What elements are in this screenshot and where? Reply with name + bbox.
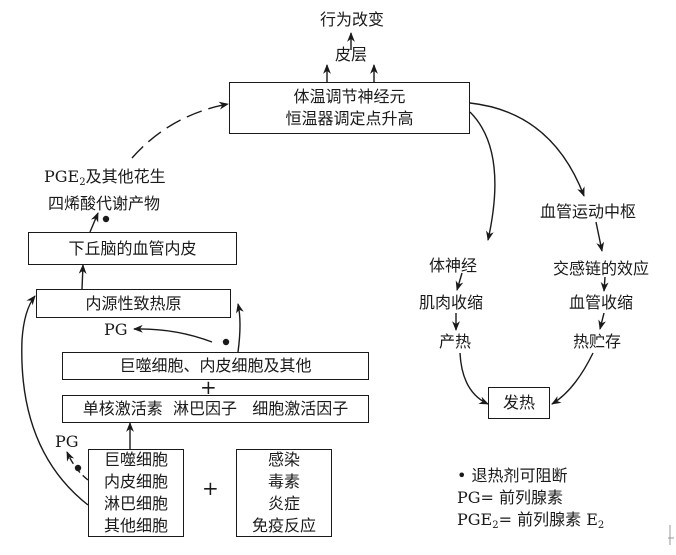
- antipyretic-dot-pg-upper: [222, 338, 230, 346]
- stimulus-item: 感染: [267, 450, 300, 469]
- stimulus-item: 免疫反应: [251, 516, 316, 535]
- fever-box: 发热: [488, 387, 550, 419]
- legend-pge2-sub2: 2: [597, 520, 605, 531]
- arrow-sympathetic-to-vasoconstriction: [600, 276, 609, 292]
- thermo-line1: 体温调节神经元: [293, 87, 406, 106]
- arrow-pge2-to-thermo: [131, 101, 229, 159]
- pg-label-upper: PG: [104, 320, 128, 339]
- stimuli-box: 感染 毒素 炎症 免疫反应: [236, 449, 332, 537]
- arrow-hypothalamus-to-pge2: [89, 212, 99, 233]
- pge2-line2: 四烯酸代谢产物: [48, 194, 161, 213]
- arrow-storage-to-fever: [551, 352, 594, 405]
- arrow-vasoconstriction-to-storage: [598, 312, 606, 330]
- arrow-production-to-fever: [459, 352, 489, 405]
- stimulus-item: 炎症: [267, 494, 300, 513]
- plus-sign-lower: +: [202, 476, 219, 500]
- macrophage-endothelial-box: 巨噬细胞、内皮细胞及其他: [62, 352, 369, 380]
- stimulus-item: 毒素: [267, 472, 300, 491]
- bullet-icon: •: [457, 466, 467, 485]
- somatic-nerve-label: 体神经: [429, 256, 478, 275]
- arrow-somatic-to-muscle: [455, 272, 464, 291]
- pg-label-lower: PG: [55, 432, 79, 451]
- source-cell-item: 内皮细胞: [103, 472, 168, 491]
- thermo-line2: 恒温器调定点升高: [285, 109, 414, 128]
- source-cell-item: 淋巴细胞: [103, 494, 168, 513]
- thermoregulatory-neuron-box: 体温调节神经元 恒温器调定点升高: [229, 82, 470, 134]
- cytokine-factors-box: 单核激活素 淋巴因子 细胞激活因子: [62, 395, 369, 423]
- legend-antipyretic: • 退热剂可阻断: [457, 465, 604, 487]
- antipyretic-dot-pge2: [102, 215, 110, 223]
- legend-pge2-mid: = 前列腺素 E: [498, 510, 598, 529]
- vasomotor-center-label: 血管运动中枢: [540, 202, 637, 221]
- behavior-change-label: 行为改变: [319, 10, 384, 29]
- pge2-suffix: 及其他花生: [85, 167, 166, 186]
- legend-antipyretic-text: 退热剂可阻断: [471, 466, 568, 485]
- legend-pge2-sub: 2: [492, 520, 499, 531]
- arrow-vasomotor-to-sympathetic: [595, 221, 605, 252]
- heat-production-label: 产热: [439, 332, 472, 351]
- arrow-thermo-to-vasomotor: [469, 102, 585, 197]
- legend-pge2: PGE2= 前列腺素 E2: [457, 509, 604, 537]
- arrow-source-to-pyrogen: [21, 295, 89, 506]
- sympathetic-chain-label: 交感链的效应: [553, 259, 650, 278]
- vasoconstriction-label: 血管收缩: [569, 293, 634, 312]
- plus-sign-upper: +: [200, 375, 217, 399]
- heat-storage-label: 热贮存: [573, 332, 622, 351]
- source-cell-item: 巨噬细胞: [103, 450, 168, 469]
- legend-pge2-prefix: PGE: [457, 510, 493, 529]
- legend: • 退热剂可阻断 PG= 前列腺素 PGE2= 前列腺素 E2: [457, 465, 604, 537]
- arrow-cells-to-pyrogen: [236, 303, 244, 353]
- arrow-to-pg-upper: [133, 324, 213, 343]
- cortex-label: 皮层: [334, 45, 367, 64]
- source-cell-item: 其他细胞: [103, 516, 168, 535]
- pge2-metabolites-label: PGE2及其他花生 四烯酸代谢产物: [44, 166, 166, 214]
- source-cells-box: 巨噬细胞 内皮细胞 淋巴细胞 其他细胞: [88, 449, 184, 537]
- endogenous-pyrogen-box: 内源性致热原: [36, 289, 231, 318]
- pge2-text: PGE: [44, 167, 80, 186]
- legend-pg: PG= 前列腺素: [457, 488, 564, 507]
- hypothalamus-endothelium-box: 下丘脑的血管内皮: [28, 232, 237, 265]
- arrow-pyrogen-to-hypothalamus: [78, 264, 87, 290]
- antipyretic-dot-pg-lower: [74, 464, 82, 472]
- pge2-subscript: 2: [79, 177, 86, 188]
- muscle-contraction-label: 肌肉收缩: [419, 293, 484, 312]
- arrow-thermo-to-somatic: [469, 111, 496, 241]
